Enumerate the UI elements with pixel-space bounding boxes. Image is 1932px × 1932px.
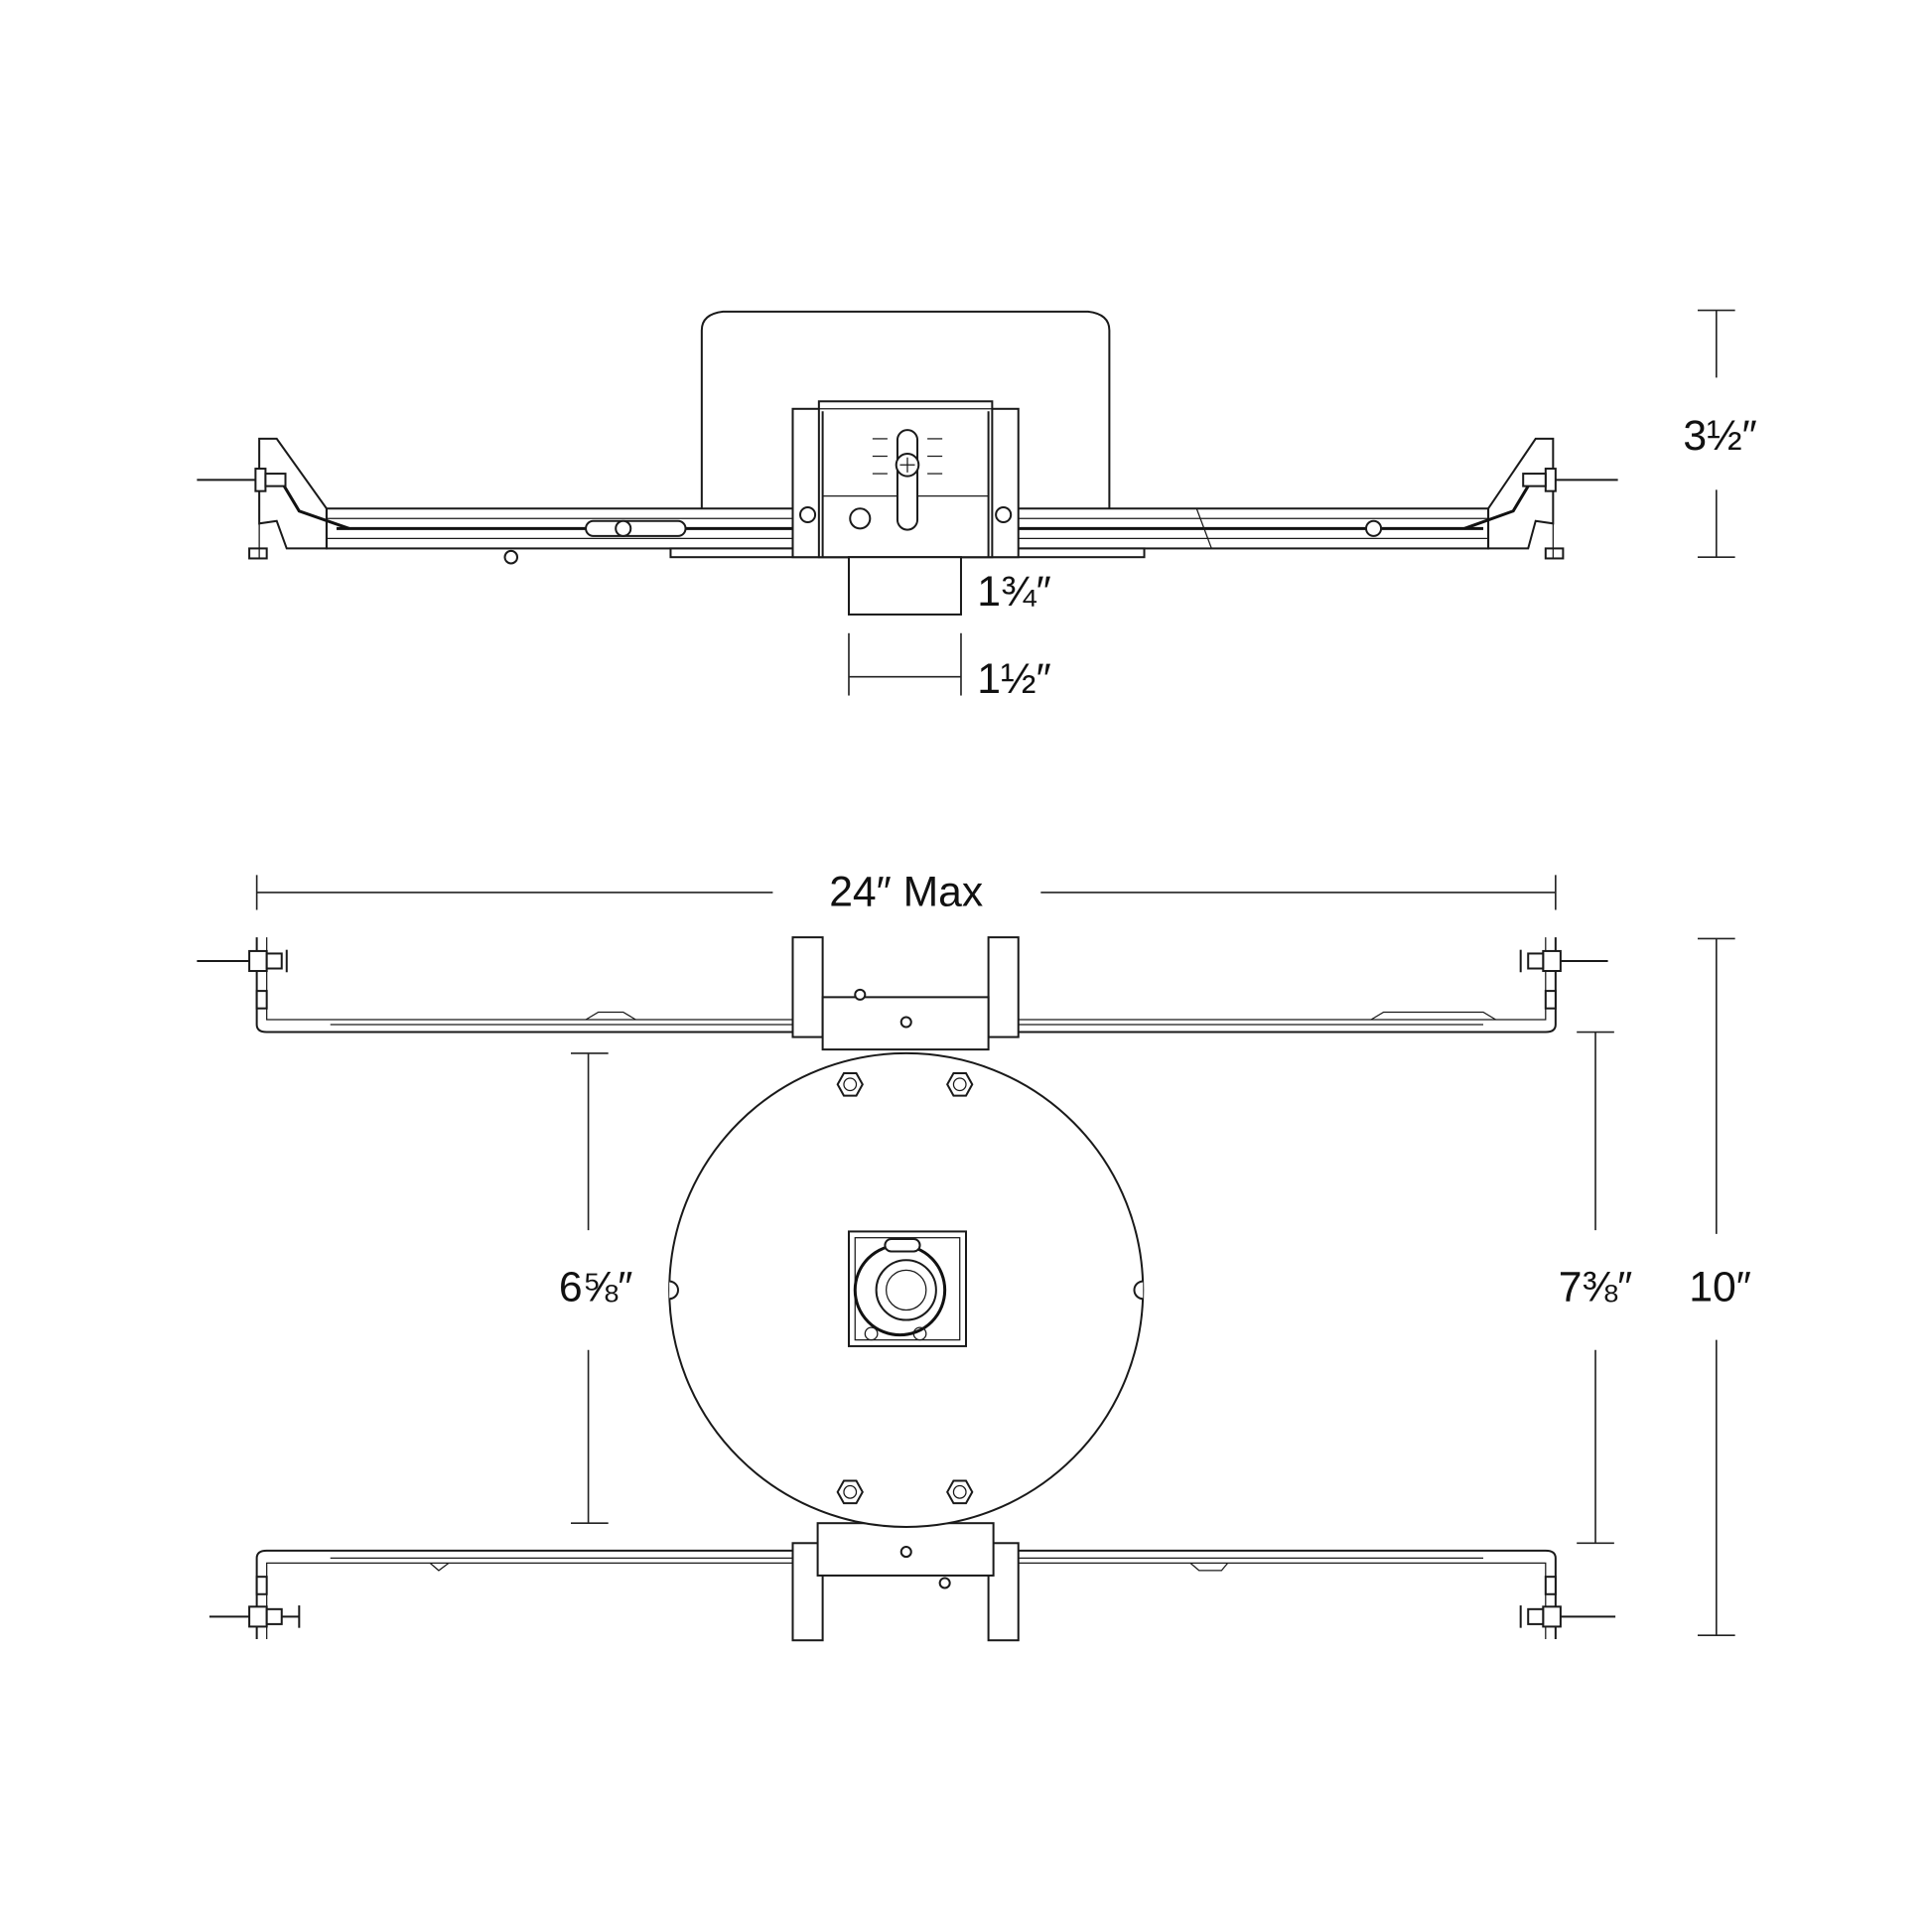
nut-icon [946,1479,974,1505]
dimension-box-depth-label: 1¾″ [977,568,1050,616]
right-bracket-side [1463,437,1618,560]
dimension-label: 1½″ [977,655,1050,703]
center-bracket-top [791,936,1020,1051]
top-view: 24″ Max [197,869,1751,1642]
dimension-inner: 6⅝″ [559,1052,632,1525]
nut-icon [836,1479,864,1505]
junction-box-side [847,556,962,616]
dimension-overall: 10″ [1689,937,1751,1637]
dimension-height: 3½″ [1683,309,1757,559]
junction-box-top [847,1230,968,1347]
dimension-bar-spacing: 7⅜″ [1559,1031,1632,1545]
nail-icon [1522,468,1618,492]
left-bracket-side [197,437,350,560]
dimension-label: 10″ [1689,1264,1751,1311]
dimension-width: 24″ Max [255,869,1557,916]
nut-icon [946,1071,974,1097]
dimension-label: 6⅝″ [559,1264,632,1311]
dimension-box-width: 1½″ [848,632,1051,703]
center-bracket-side [791,400,1020,559]
nut-icon [836,1071,864,1097]
nail-icon [1519,1605,1616,1628]
center-bracket-bottom [791,1522,1020,1642]
side-view: 3½″ 1¾″ 1½″ [197,309,1757,703]
mounting-plate [668,1051,1145,1528]
nail-icon [1519,949,1608,973]
dimension-label: 7⅜″ [1559,1264,1632,1311]
dimension-label: 24″ Max [829,869,983,916]
nail-icon [197,949,288,973]
dimension-label: 3½″ [1683,412,1756,460]
nail-icon [197,468,287,492]
nail-icon [208,1605,301,1628]
